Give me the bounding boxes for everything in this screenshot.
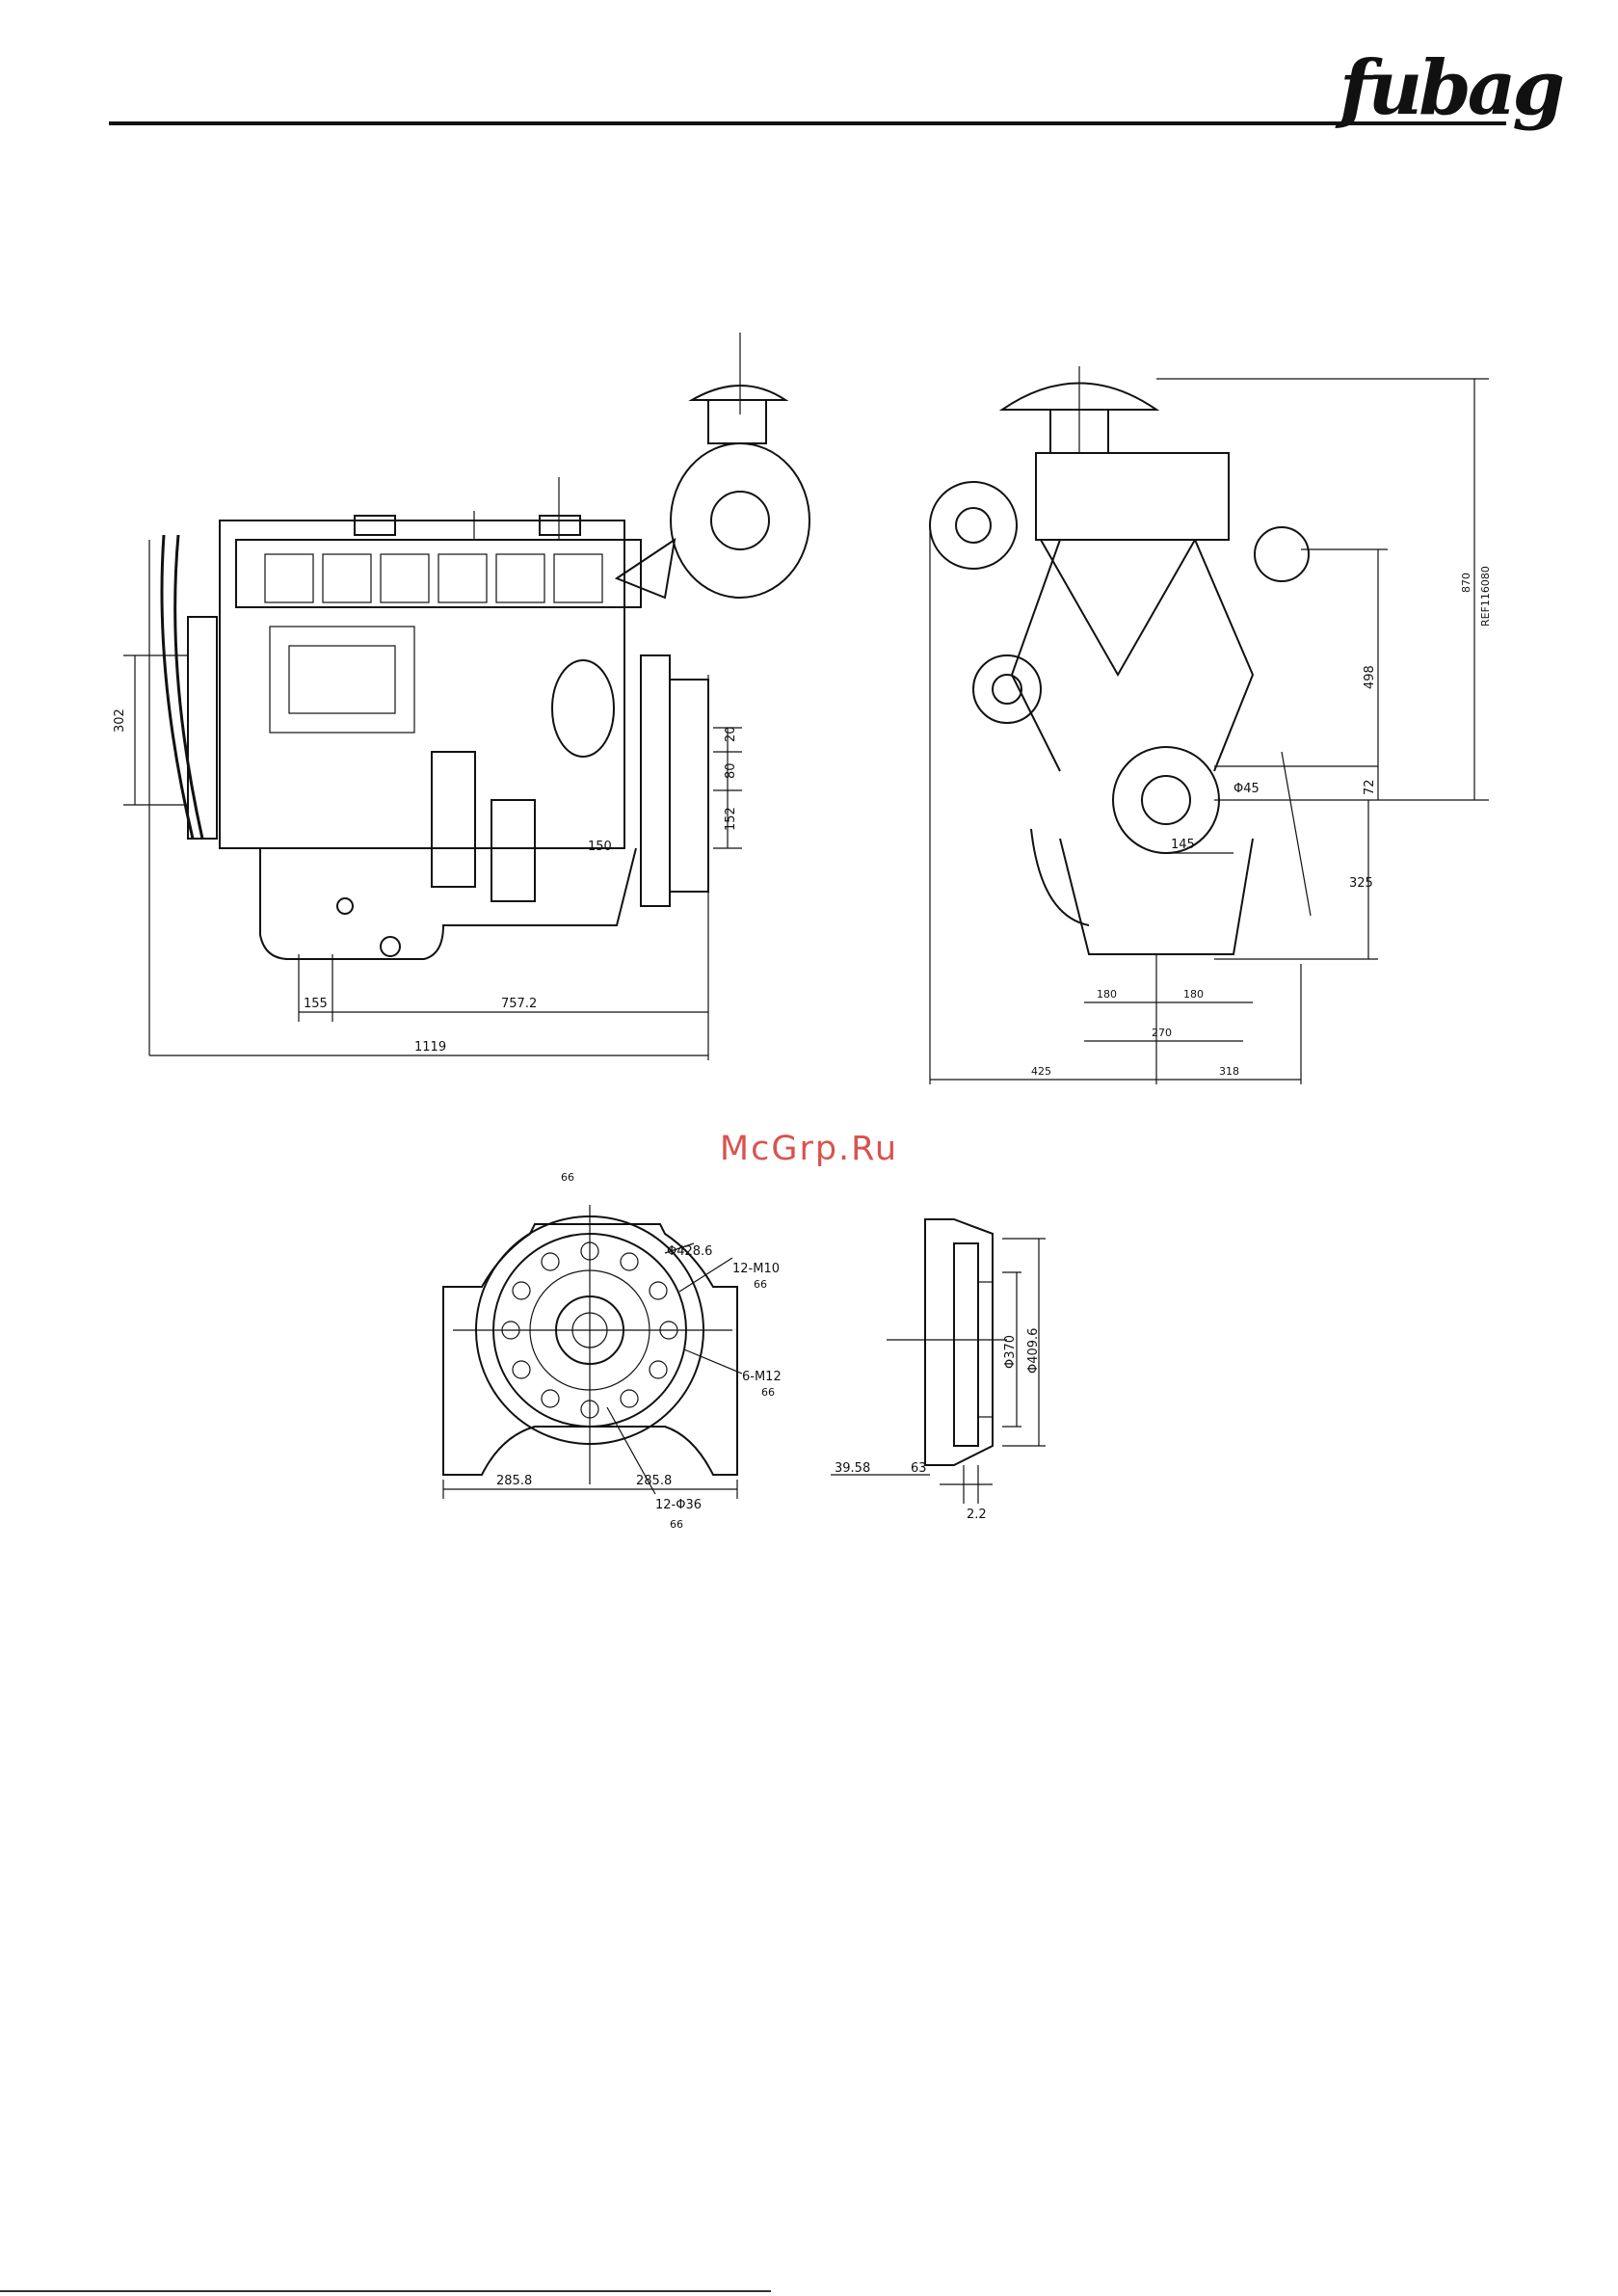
dim-325: 325: [1349, 876, 1373, 891]
dim-318: 318: [1219, 1065, 1239, 1078]
footer-rule: [0, 2290, 771, 2292]
dim-285-8-left: 285.8: [496, 1474, 532, 1488]
flywheel-section-label: 66: [561, 1171, 574, 1184]
side-view-dimension-labels: 302 20 80 152 150 155 757.2 1119: [113, 708, 738, 1055]
dim-39-58: 39.58: [835, 1461, 870, 1476]
flange-dimension-labels: Φ370 Φ409.6 39.58 63 2.2: [835, 1328, 1041, 1522]
dim-145: 145: [1171, 838, 1195, 852]
dim-6-m12-sub: 66: [761, 1386, 775, 1399]
dim-870: 870: [1460, 573, 1472, 593]
flywheel-dimension-labels: Φ428.6 12-M10 66 6-M12 66 285.8 285.8 12…: [496, 1244, 782, 1531]
engine-front-view: [930, 366, 1489, 1084]
dim-80: 80: [724, 762, 738, 779]
dim-phi370: Φ370: [1003, 1335, 1018, 1369]
dim-12-m10: 12-M10: [732, 1262, 780, 1276]
dim-2-2: 2.2: [967, 1508, 987, 1522]
dim-498: 498: [1363, 665, 1377, 689]
dim-180-right: 180: [1183, 988, 1204, 1001]
flywheel-housing-view: 66: [443, 1171, 742, 1499]
dim-phi45: Φ45: [1233, 782, 1260, 796]
dim-12-m10-sub: 66: [754, 1278, 767, 1291]
dim-1119: 1119: [414, 1040, 446, 1055]
dim-ref: REF116080: [1479, 566, 1492, 627]
dim-20: 20: [724, 726, 738, 742]
dim-285-8-right: 285.8: [636, 1474, 672, 1488]
dim-phi428-6: Φ428.6: [667, 1244, 712, 1259]
dim-270: 270: [1152, 1027, 1172, 1039]
dim-12-phi36-sub: 66: [670, 1518, 683, 1531]
dim-155: 155: [304, 997, 328, 1011]
dim-180-left: 180: [1097, 988, 1117, 1001]
dim-phi409-6: Φ409.6: [1026, 1328, 1041, 1374]
dim-12-phi36: 12-Φ36: [655, 1498, 702, 1512]
watermark: McGrp.Ru: [0, 1130, 1618, 1168]
engine-side-view: [123, 333, 809, 1060]
dim-63: 63: [911, 1461, 927, 1476]
dim-425: 425: [1031, 1065, 1051, 1078]
dim-6-m12: 6-M12: [742, 1370, 782, 1384]
dim-302: 302: [113, 708, 127, 733]
dim-757-2: 757.2: [501, 997, 537, 1011]
dim-150: 150: [588, 840, 612, 854]
dim-152: 152: [724, 807, 738, 831]
dim-72: 72: [1363, 779, 1377, 795]
